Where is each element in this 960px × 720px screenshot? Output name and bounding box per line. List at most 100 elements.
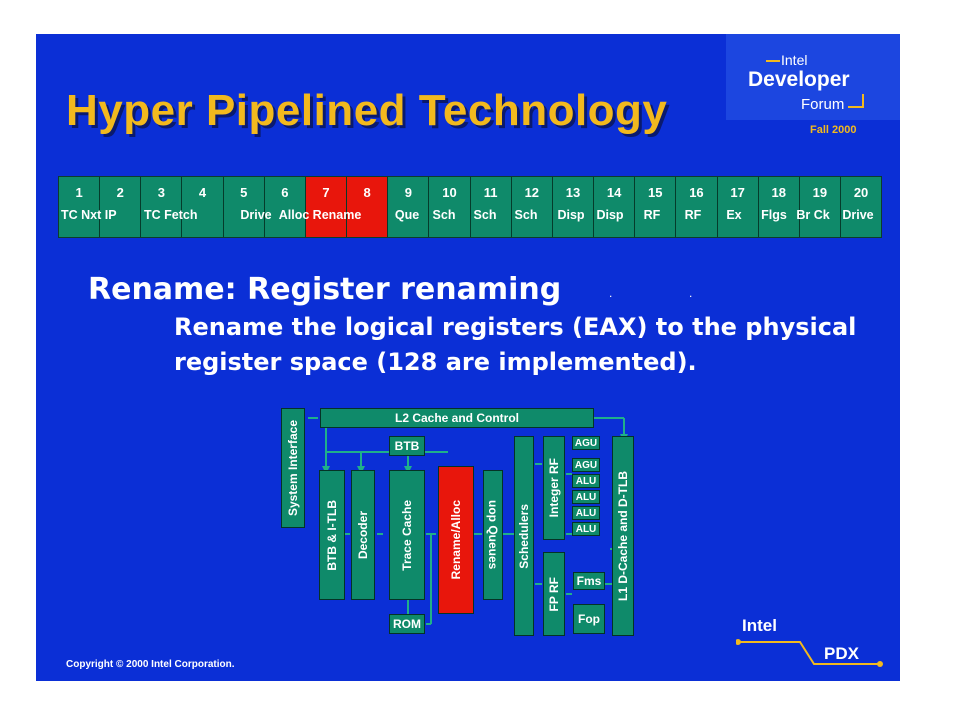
pipeline-stage: 16 (676, 177, 718, 237)
alu-unit: ALU (572, 522, 600, 536)
intel-pdx-pdx: PDX (824, 644, 859, 663)
rom-block: ROM (389, 614, 425, 634)
agu-unit: AGU (572, 458, 600, 472)
pipeline-stage: 18 (758, 177, 800, 237)
pipeline-stage-label: Sch (514, 208, 538, 222)
pipeline-stage-number: 5 (240, 185, 248, 200)
decoder-label: Decoder (356, 510, 370, 560)
l2-cache-label: L2 Cache and Control (394, 411, 519, 425)
slide: Intel Developer Forum Fall 2000 Hyper Pi… (36, 34, 900, 681)
pipeline-stage-number: 20 (853, 185, 869, 200)
pipeline-stage-number: 10 (442, 185, 457, 200)
pipeline-stage-label: Alloc (278, 208, 310, 222)
dot-marker: . (609, 286, 613, 300)
pipeline-stage-number: 9 (404, 185, 412, 200)
pipeline-stage-label: Br Ck (796, 208, 830, 222)
pipeline-stage-label: Que (394, 208, 420, 222)
btb-block: BTB (389, 436, 425, 456)
pipeline-stage: 19 (799, 177, 841, 237)
body-line: register space (128 are implemented). (174, 348, 697, 376)
pipeline-stage-label: RF (684, 208, 702, 222)
pipeline-stage: 11 (470, 177, 512, 237)
fop-unit: Fop (573, 604, 605, 634)
pipeline-stage: 7 (305, 177, 348, 237)
pipeline-stage-number: 8 (363, 185, 371, 200)
idf-logo-fall: Fall 2000 (810, 124, 857, 136)
body-text: Rename the logical registers (EAX) to th… (174, 310, 856, 380)
uop-queues-label: uop Queues (486, 500, 500, 570)
integer-rf-label: Integer RF (547, 458, 561, 518)
pipeline-stage: 10 (429, 177, 471, 237)
btb-label: BTB (394, 439, 420, 453)
trace-cache-block: Trace Cache (389, 470, 425, 600)
pipeline-stage: 12 (511, 177, 553, 237)
section-heading: Rename: Register renaming (88, 272, 562, 307)
pipeline-stage-label: Flgs (761, 208, 787, 222)
pipeline-stage-number: 13 (565, 185, 581, 200)
integer-rf-block: Integer RF (543, 436, 565, 540)
alu-unit: ALU (572, 490, 600, 504)
pipeline-stage: 15 (635, 177, 677, 237)
pipeline-stage-label: Rename (312, 208, 362, 222)
idf-logo-forum: Forum (801, 96, 845, 113)
pipeline-stage-label: RF (643, 208, 661, 222)
pipeline-stage-number: 1 (75, 185, 83, 200)
pipeline-stage-number: 6 (281, 185, 289, 200)
pipeline-stage-label: Drive (842, 208, 874, 222)
pipeline-stage-label: Sch (473, 208, 497, 222)
btb-itlb-label: BTB & I-TLB (325, 499, 339, 571)
pipeline-stage: 3 (141, 177, 183, 237)
pipeline-stage: 6 (264, 177, 306, 237)
copyright-text: Copyright © 2000 Intel Corporation. (66, 659, 235, 670)
body-line: Rename the logical registers (EAX) to th… (174, 313, 857, 341)
pipeline-stage-label: TC Nxt IP (61, 208, 117, 222)
pipeline-stage: 20 (840, 177, 882, 237)
pipeline-stage-number: 3 (157, 185, 165, 200)
pipeline-stage-label: Disp (557, 208, 585, 222)
fms-unit: Fms (573, 572, 605, 590)
pipeline-stage-number: 2 (116, 185, 124, 200)
pipeline-stage: 17 (717, 177, 759, 237)
pipeline-stage-label: Disp (596, 208, 624, 222)
intel-pdx-intel: Intel (742, 616, 777, 635)
idf-logo-intel: Intel (781, 52, 808, 68)
pipeline-stage: 13 (552, 177, 595, 237)
intel-pdx-logo: Intel PDX (736, 616, 886, 676)
pipeline-stage-label: Sch (432, 208, 456, 222)
l2-cache-block: L2 Cache and Control (320, 408, 594, 428)
pipeline-stage: 5 (223, 177, 265, 237)
l1-dcache-label: L1 D-Cache and D-TLB (616, 470, 630, 601)
pipeline-stage-label: TC Fetch (144, 208, 198, 222)
pipeline-stage-label: Drive (240, 208, 272, 222)
pipeline-stage-number: 12 (524, 185, 540, 200)
system-interface-block: System Interface (281, 408, 305, 528)
pipeline-stage: 9 (388, 177, 430, 237)
uop-queues-block: uop Queues (483, 470, 503, 600)
fp-rf-label: FP RF (547, 576, 561, 612)
alu-unit: ALU (572, 474, 600, 488)
btb-itlb-block: BTB & I-TLB (319, 470, 345, 600)
pipeline-stage-number: 14 (606, 185, 622, 200)
slide-title: Hyper Pipelined Technology (66, 86, 668, 135)
schedulers-block: Schedulers (514, 436, 534, 636)
decoder-block: Decoder (351, 470, 375, 600)
pipeline-stage-number: 4 (198, 185, 207, 200)
agu-unit: AGU (572, 436, 600, 450)
rename-alloc-label: Rename/Alloc (449, 500, 463, 580)
pipeline-stage: 1 (59, 177, 101, 237)
trace-cache-label: Trace Cache (400, 499, 414, 571)
pipeline-stage: 8 (347, 177, 389, 237)
idf-logo: Intel Developer Forum Fall 2000 (726, 34, 900, 136)
pipeline-stage-number: 7 (322, 185, 330, 200)
intel-pdx-line (736, 639, 883, 667)
pipeline-stage: 4 (182, 177, 224, 237)
pipeline-stage-number: 18 (771, 185, 786, 200)
idf-logo-developer: Developer (748, 68, 850, 91)
fp-rf-block: FP RF (543, 552, 565, 636)
system-interface-label: System Interface (286, 419, 300, 517)
alu-unit: ALU (572, 506, 600, 520)
pipeline-stage-number: 15 (648, 185, 663, 200)
pipeline-stage-label: Ex (726, 208, 742, 222)
schedulers-label: Schedulers (517, 503, 531, 569)
